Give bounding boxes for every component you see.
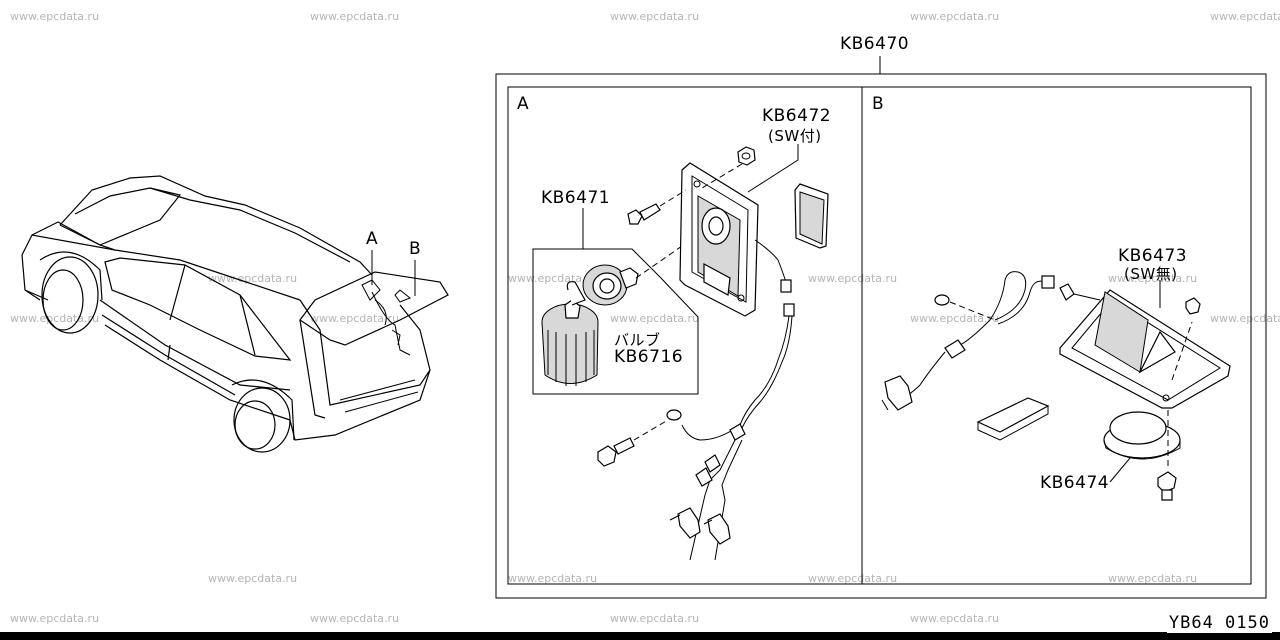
watermark: www.epcdata.ru [610,612,700,625]
panel-a [532,144,829,561]
watermark: www.epcdata.ru [808,572,898,585]
part-label-lamp-switch: KB6472 [762,106,832,126]
wire-harness [666,303,795,561]
watermark: www.epcdata.ru [910,612,1000,625]
lens [1103,411,1181,460]
gasket [794,183,829,249]
bulb-socket [541,264,639,386]
watermark: www.epcdata.ru [508,572,598,585]
panel-b [881,271,1231,501]
car-illustration [21,175,449,453]
watermark: www.epcdata.ru [310,10,400,23]
part-label-main: KB6470 [840,34,910,54]
watermark: www.epcdata.ru [1108,572,1198,585]
part-label-socket: KB6471 [541,188,611,208]
watermark: www.epcdata.ru [208,272,298,285]
screw-b [1157,410,1177,501]
part-label-bulb: KB6716 [614,347,684,367]
harness-b [881,271,1101,411]
part-note-lamp-switch: (SW付) [768,127,822,145]
car-callout-b: B [409,239,422,259]
watermark: www.epcdata.ru [1108,272,1198,285]
watermark: www.epcdata.ru [310,312,400,325]
watermark: www.epcdata.ru [10,10,100,23]
watermark: www.epcdata.ru [10,612,100,625]
watermark: www.epcdata.ru [910,312,1000,325]
watermark: www.epcdata.ru [610,10,700,23]
watermark: www.epcdata.ru [910,10,1000,23]
view-label-b: B [872,94,885,114]
part-note-lamp-noswitch: (SW無) [1124,265,1178,283]
watermark: www.epcdata.ru [808,272,898,285]
main-frame [495,56,1267,599]
watermark: www.epcdata.ru [208,572,298,585]
bottom-bar [0,632,1280,640]
part-label-lens: KB6474 [1040,473,1110,493]
view-label-a: A [517,94,530,114]
screw [627,189,687,225]
gasket-pad [976,397,1050,433]
lamp-housing-noswitch [1059,289,1231,409]
diagram-ref-code: YB64 0150 [1166,613,1272,633]
part-label-lamp-noswitch: KB6473 [1118,246,1188,266]
watermark: www.epcdata.ru [1210,312,1280,325]
car-callout-a: A [366,229,379,249]
lamp-housing-switch [679,162,792,317]
watermark: www.epcdata.ru [310,612,400,625]
nut [701,146,756,189]
watermark: www.epcdata.ru [1210,10,1280,23]
part-label-bulb-jp: バルブ [614,331,661,349]
ground-bolt [597,419,669,467]
watermark: www.epcdata.ru [610,312,700,325]
